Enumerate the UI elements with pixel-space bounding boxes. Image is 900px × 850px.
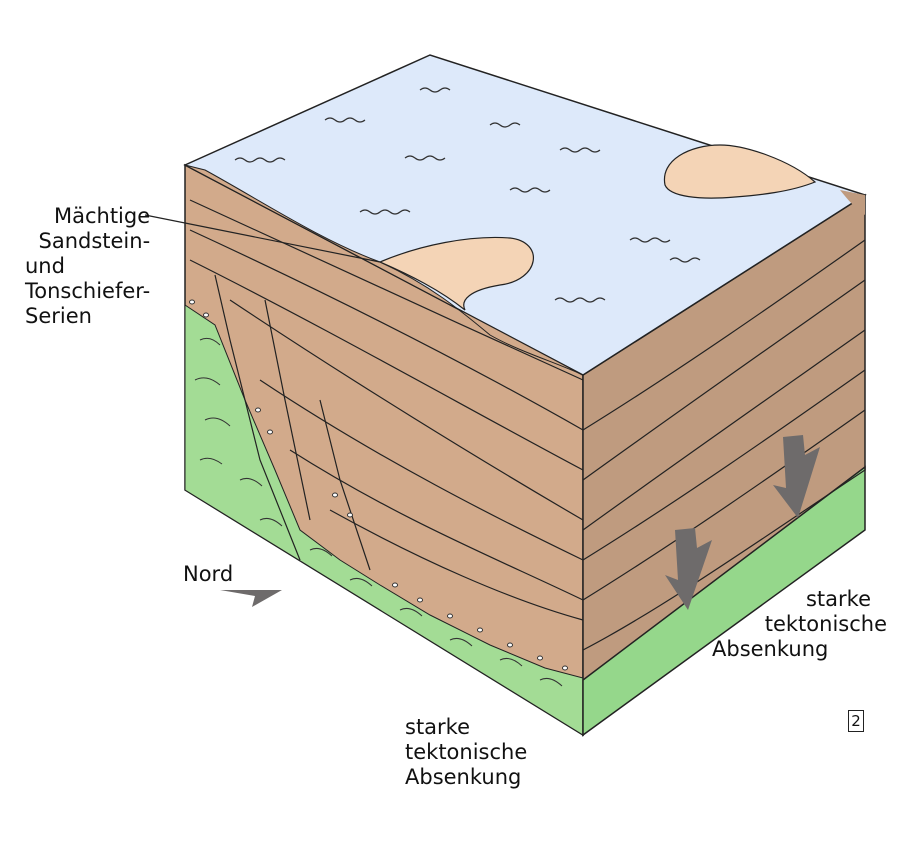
label-line: Tonschiefer- [25, 279, 151, 303]
label-line: tektonische [405, 740, 528, 764]
figure-number: 2 [848, 710, 864, 732]
unconformity-pebbles [189, 299, 568, 671]
label-line: Absenkung [405, 765, 522, 789]
north-arrow-icon [220, 590, 282, 607]
label-line: und [25, 254, 65, 278]
label-line: Absenkung [712, 637, 829, 661]
label-line: Serien [25, 304, 92, 328]
label-line: Mächtige [53, 204, 151, 228]
subsidence-arrow-icon [665, 528, 712, 610]
sediment-series-label: Mächtige Sandstein- und Tonschiefer- Ser… [25, 204, 150, 329]
label-line: starke [405, 715, 471, 739]
label-line: tektonische [764, 612, 887, 636]
subsidence-label-front: starke tektonische Absenkung [405, 715, 527, 790]
strata-lines [189, 199, 866, 651]
label-leader-line [144, 214, 381, 263]
wave-marks [234, 87, 701, 303]
shore-sediment-right [840, 190, 865, 215]
north-label: Nord [183, 562, 234, 586]
shore-sediment [184, 164, 584, 376]
subsidence-label-side: starke tektonische Absenkung [712, 587, 887, 662]
label-line: Sandstein- [38, 229, 151, 253]
label-line: starke [805, 587, 871, 611]
subsidence-arrow-icon [773, 435, 820, 518]
basement-schist-marks [194, 337, 563, 687]
side-face-basement [582, 465, 866, 737]
sand-lobe [663, 144, 817, 199]
sand-lobe [378, 236, 534, 311]
